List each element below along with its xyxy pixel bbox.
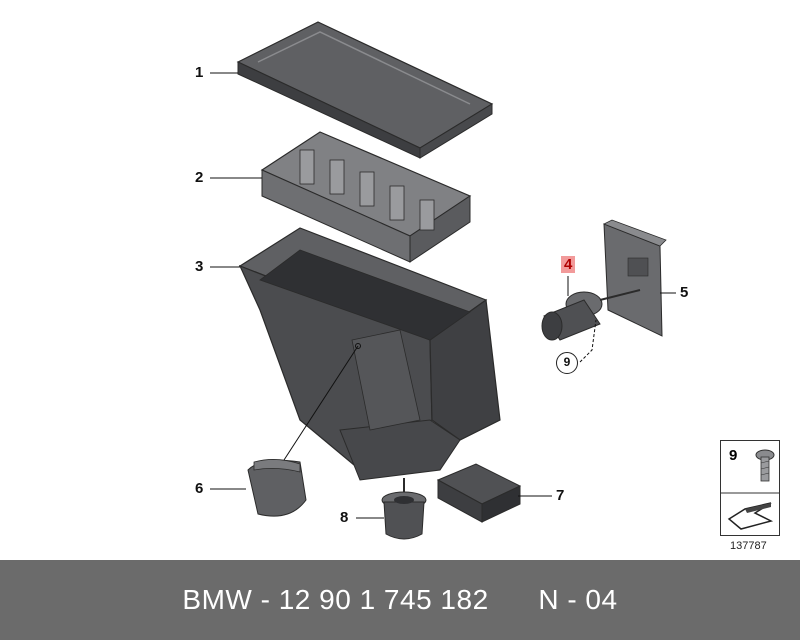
part-1-cover (236, 21, 494, 159)
leader-6b (283, 345, 359, 461)
legend-box: 9 (720, 440, 780, 536)
legend-label: 9 (729, 447, 738, 464)
callout-6: 6 (195, 480, 204, 497)
footer-bar: BMW - 12 90 1 745 182 N - 04 (0, 560, 800, 640)
callout-9: 9 (556, 352, 578, 374)
part-6-cap (247, 459, 307, 517)
part-number-text: BMW - 12 90 1 745 182 N - 04 (182, 584, 618, 615)
callout-7: 7 (556, 487, 565, 504)
leader-9 (579, 319, 597, 363)
part-5-bracket (599, 219, 667, 337)
callout-1: 1 (195, 64, 204, 81)
callout-4: 4 (561, 256, 576, 273)
part-7-pad (436, 463, 522, 523)
screw-icon (721, 449, 779, 530)
part-8-grommet (381, 478, 427, 540)
part-4-component (541, 291, 603, 341)
diagram-svg (210, 21, 676, 540)
callout-5: 5 (680, 284, 689, 301)
part-2-fuse-carrier (260, 131, 472, 263)
callout-3: 3 (195, 258, 204, 275)
callout-8: 8 (340, 509, 349, 526)
parts-diagram (210, 21, 676, 540)
callout-2: 2 (195, 169, 204, 186)
drawing-id: 137787 (730, 540, 767, 552)
part-3-housing (238, 227, 501, 481)
